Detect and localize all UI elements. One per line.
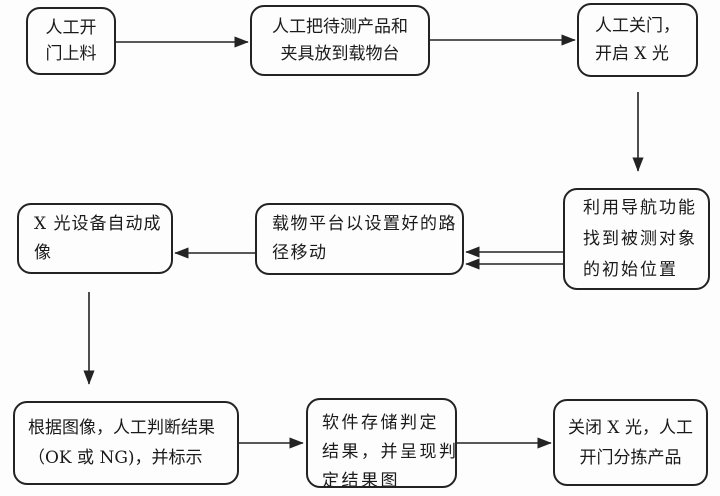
node-text-line: 人工关门， bbox=[595, 16, 680, 36]
flow-node-place-product-fixture: 人工把待测产品和 夹具放到载物台 bbox=[250, 5, 430, 76]
flow-node-close-door-xray-on: 人工关门， 开启 X 光 bbox=[577, 3, 698, 77]
flow-node-stage-move-path: 载物平台以设置好的路 径移动 bbox=[255, 203, 464, 275]
node-text-line: 载物平台以设置好的路 bbox=[272, 214, 457, 234]
node-text-line: 找到被测对象 bbox=[583, 228, 697, 249]
flow-node-manual-judgement: 根据图像，人工判断结果 （OK 或 NG)，并标示 bbox=[13, 401, 239, 485]
flow-node-xray-off-sort-product: 关闭 X 光，人工 开门分拣产品 bbox=[553, 399, 708, 486]
node-text-line: 定结果图 bbox=[322, 471, 400, 488]
flow-node-navigate-initial-position: 利用导航功能 找到被测对象 的初始位置 bbox=[563, 188, 710, 290]
node-text-line: X 光设备自动成 bbox=[34, 213, 162, 234]
flow-node-xray-auto-imaging: X 光设备自动成 像 bbox=[17, 203, 173, 274]
node-text-line: 开启 X 光 bbox=[595, 44, 669, 64]
flow-node-software-store-result: 软件存储判定 结果，并呈现判 定结果图 bbox=[306, 398, 457, 488]
node-text-line: 门上料 bbox=[45, 44, 97, 64]
node-text-line: 人工把待测产品和 bbox=[272, 16, 408, 37]
node-text-line: 利用导航功能 bbox=[583, 197, 697, 218]
node-text-line: 结果，并呈现判 bbox=[322, 442, 457, 462]
node-text-line: （OK 或 NG)，并标示 bbox=[28, 448, 203, 468]
node-text-line: 软件存储判定 bbox=[322, 413, 439, 433]
node-text-line: 根据图像，人工判断结果 bbox=[28, 418, 215, 438]
node-text-line: 像 bbox=[34, 242, 52, 263]
node-text-line: 关闭 X 光，人工 bbox=[568, 417, 693, 438]
node-text-line: 的初始位置 bbox=[583, 259, 678, 280]
flow-node-open-door-load: 人工开 门上料 bbox=[26, 7, 116, 75]
node-text-line: 夹具放到载物台 bbox=[280, 43, 400, 64]
node-text-line: 径移动 bbox=[272, 243, 328, 263]
node-text-line: 开门分拣产品 bbox=[579, 447, 682, 468]
node-text-line: 人工开 bbox=[45, 18, 97, 38]
